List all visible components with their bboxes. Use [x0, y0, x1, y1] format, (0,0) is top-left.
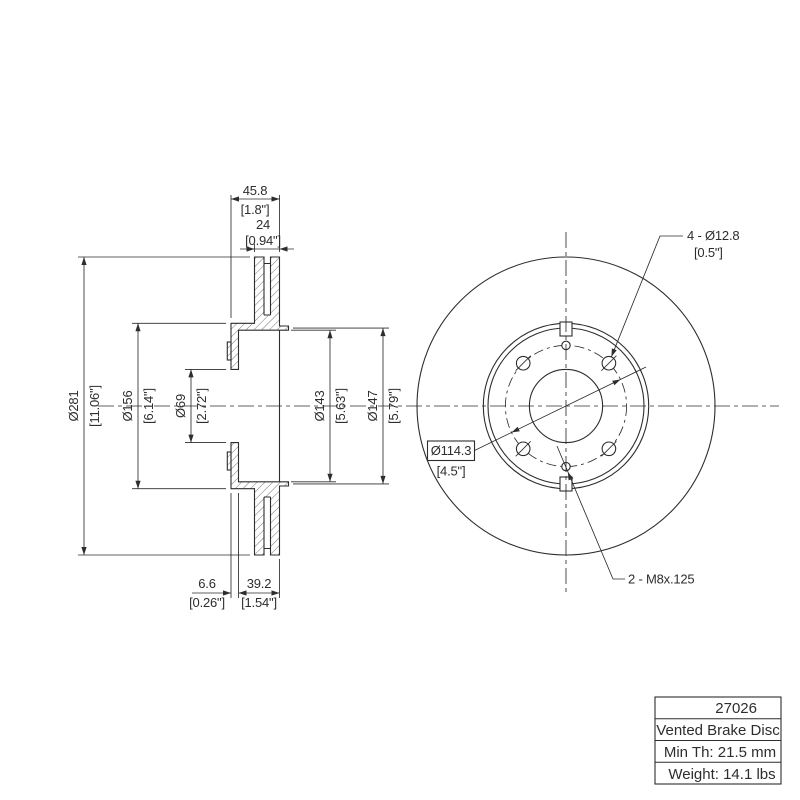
dim-drum-diameter-in: [5.63"] — [333, 388, 348, 424]
bolt-circle-label: Ø114.3 — [431, 443, 471, 458]
dim-bore-diameter-mm: Ø69 — [173, 394, 188, 418]
dim-overall-width-in: [1.8"] — [241, 202, 270, 217]
min-thickness: Min Th: 21.5 mm — [664, 744, 776, 761]
product-name: Vented Brake Disc — [656, 722, 780, 739]
part-number: 27026 — [715, 700, 757, 717]
dim-overall-width-mm: 45.8 — [243, 183, 268, 198]
thread-holes-label: 2 - M8x.125 — [628, 572, 694, 587]
dim-drum-diameter-mm: Ø143 — [312, 390, 327, 421]
dim-outer-diameter-in: [11.06"] — [87, 385, 102, 427]
vent-channel-upper — [264, 255, 270, 315]
dim-bore-diameter-in: [2.72"] — [194, 388, 209, 424]
dim-rotor-thickness-mm: 24 — [256, 217, 270, 232]
centerlines — [98, 232, 779, 592]
dim-flange-offset-mm: 6.6 — [198, 576, 215, 591]
dim-outer-diameter-mm: Ø281 — [66, 390, 81, 421]
dim-flange-offset-in: [0.26"] — [189, 595, 225, 610]
section-dimension-labels: 45.8 [1.8"] 24 [0.94"] Ø281 [11.06"] Ø15… — [66, 183, 401, 610]
stud-boss-lower — [226, 451, 232, 471]
title-block: 27026 Vented Brake Disc Min Th: 21.5 mm … — [654, 696, 782, 785]
lug-holes-label-in: [0.5"] — [694, 245, 723, 260]
bolt-circle-label-box — [426, 440, 476, 462]
callouts: 4 - Ø12.8 [0.5"] Ø114.3 [4.5"] 2 - M8x.1… — [426, 228, 740, 587]
thread-holes-leader — [556, 445, 625, 580]
lug-holes-leader — [611, 235, 683, 357]
dim-hat-depth-mm: 39.2 — [247, 576, 272, 591]
bolt-circle-leader — [474, 366, 647, 451]
vent-channel-lower — [264, 497, 270, 557]
section-lower-cut — [230, 442, 290, 556]
dimension-arrowheads — [81, 196, 386, 596]
weight: Weight: 14.1 lbs — [668, 766, 775, 783]
section-upper-cut — [230, 256, 290, 370]
lug-holes-label: 4 - Ø12.8 — [687, 228, 739, 243]
title-block-dividers — [655, 718, 781, 763]
lug-hole-slashes — [515, 355, 617, 457]
bolt-circle-label-in: [4.5"] — [437, 464, 466, 479]
dim-rotor-thickness-in: [0.94"] — [245, 233, 281, 248]
extension-lines — [78, 195, 389, 598]
section-view: 45.8 [1.8"] 24 [0.94"] Ø281 [11.06"] Ø15… — [66, 183, 401, 610]
stud-boss-upper — [226, 341, 232, 361]
dim-hat-depth-in: [1.54"] — [241, 595, 277, 610]
